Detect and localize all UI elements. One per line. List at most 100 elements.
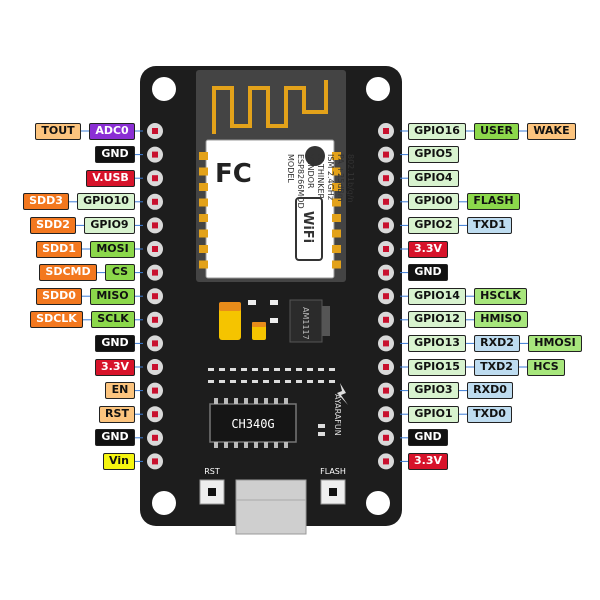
smd-component [296,380,302,383]
pin-label: ADC0 [89,122,135,140]
chip-pin [254,398,258,404]
module-shield [205,139,335,279]
pin-label: 3.3V [408,240,448,258]
pin-label: GND [408,264,448,282]
module-pads-right [332,152,341,269]
chip-pin [244,398,248,404]
chip-pin [224,442,228,448]
module-pad [199,167,208,176]
chip-pin [224,398,228,404]
pin-label: MISO [90,287,135,305]
smd-component [263,368,269,371]
module-pad [199,198,208,207]
module-pads-left [199,152,208,269]
pin-label: WAKE [527,122,576,140]
mounting-hole-bottom-left [152,491,176,515]
pin-label: GPIO1 [408,405,459,423]
chip-pin [234,398,238,404]
header-pin-core [383,316,389,323]
header-pin-core [152,293,158,300]
pin-label: GND [95,146,135,164]
mounting-hole-bottom-right [366,491,390,515]
header-pin-core [152,128,158,134]
header-pin-core [152,411,158,418]
header-pin-core [383,222,389,229]
pin-leader-lines [69,130,528,462]
module-marking-ism: ISM 2.4GHz [326,154,335,200]
pin-label: Vin [103,452,135,470]
pin-label: GPIO15 [408,358,466,376]
header-pin-core [152,387,158,394]
header-pin-core [152,434,158,441]
module-pad [332,245,341,253]
module-pad [332,229,341,238]
header-pin-core [152,316,158,323]
pin-label: RXD2 [474,334,520,352]
smd-resistor [318,432,325,436]
pin-label: SDCMD [39,264,97,282]
smd-component [241,368,247,371]
header-pin-core [383,175,389,182]
pin-label: TOUT [35,122,81,140]
capacitor-large-band [219,302,241,311]
pin-label: GND [95,429,135,447]
pin-label: HSCLK [474,287,527,305]
module-pad [199,183,208,191]
silkscreen-mark-1 [248,300,256,305]
header-pin-core [383,434,389,441]
header-pin-core [383,364,389,370]
module-pad [199,214,208,222]
chip-pin [264,442,268,448]
pin-label: 3.3V [408,452,448,470]
silkscreen-mark-3 [270,318,278,323]
rst-button-cap [208,488,216,496]
chip-pin [234,442,238,448]
pin-label: SCLK [91,311,135,329]
header-pin-core [383,340,389,347]
flash-button-cap [329,488,337,496]
pin-label: GPIO5 [408,146,459,164]
pin-label: FLASH [467,193,520,211]
smd-component [252,368,258,371]
module-pad [199,260,208,269]
chip-label: CH340G [231,417,274,431]
chip-pin [244,442,248,448]
pin-label: TXD2 [474,358,519,376]
smd-component [296,368,302,371]
pin-label: HMISO [474,311,528,329]
capacitor-small-band [252,322,266,327]
module-marking-model-value: ESP8266MOD [296,154,305,209]
header-pin-core [383,269,389,276]
smd-component [329,380,335,383]
pin-label: TXD0 [467,405,512,423]
smd-component [252,380,258,383]
pin-label: GPIO2 [408,216,459,234]
mounting-hole-top-right [366,77,390,101]
pin-label: RST [99,405,135,423]
pin-label: V.USB [86,169,135,187]
smd-component [219,380,225,383]
smd-component [219,368,225,371]
module-pad [332,260,341,269]
header-pin-core [152,222,158,229]
chip-pin [284,398,288,404]
header-pin-core [383,198,389,205]
pin-label: USER [474,122,519,140]
smd-component [208,380,214,383]
smd-component [318,368,324,371]
header-pin-core [152,175,158,182]
wifi-logo-box [295,197,323,261]
chip-pin [264,398,268,404]
header-pin-core [383,458,389,465]
pin-label: GPIO13 [408,334,466,352]
pin-label: SDD3 [23,193,69,211]
module-marking-standard: 802.11b/g/n [346,154,355,203]
pin-label: GPIO3 [408,382,459,400]
module-pad [332,152,341,160]
smd-component [307,380,313,383]
smd-component [274,380,280,383]
header-pin-core [383,151,389,158]
pin-label: GPIO0 [408,193,459,211]
